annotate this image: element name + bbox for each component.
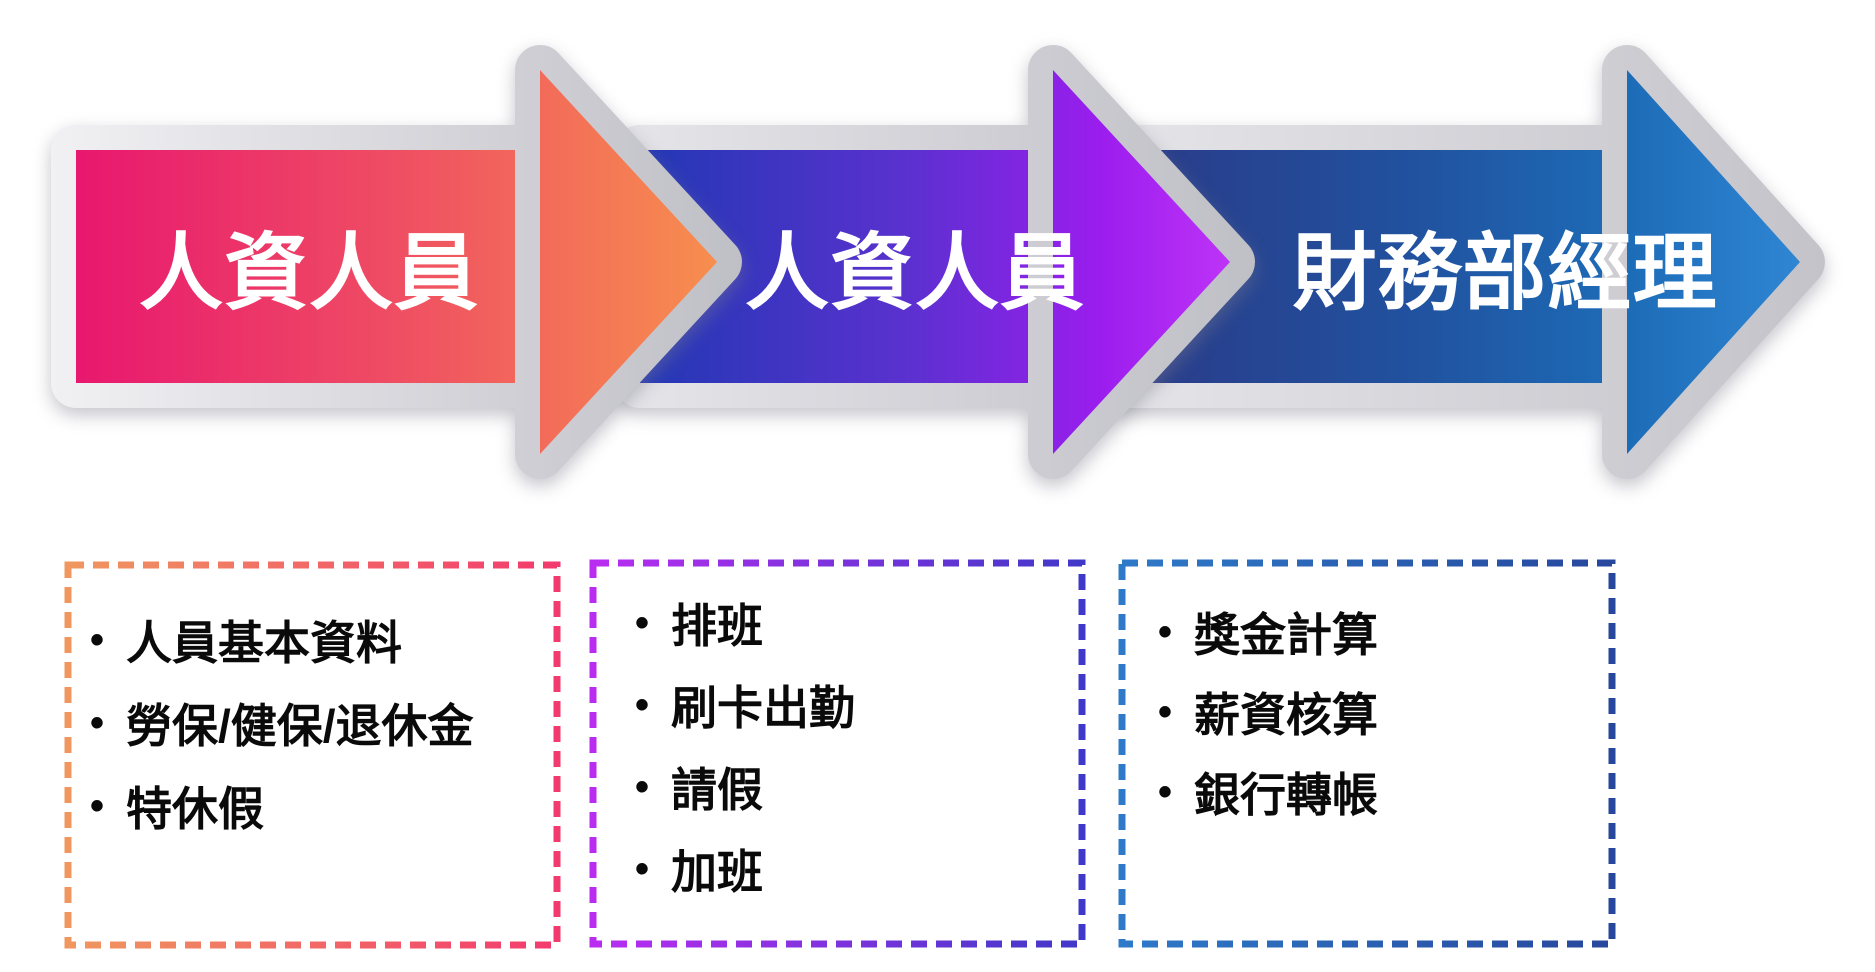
list-item-text: 薪資核算 (1194, 689, 1378, 741)
list-item-text: 加班 (671, 846, 763, 898)
list-item-text: 人員基本資料 (126, 616, 402, 669)
list-item-text: 刷卡出勤 (671, 682, 855, 734)
bullet-icon: • (90, 700, 105, 745)
callout-box-3-list: • 獎金計算 • 薪資核算 • 銀行轉帳 (1158, 592, 1378, 832)
bullet-icon: • (1158, 770, 1173, 814)
bullet-icon: • (635, 765, 650, 809)
list-item: • 特休假 (90, 764, 474, 847)
list-item-text: 銀行轉帳 (1194, 769, 1378, 821)
arrow-1-head-shape (540, 70, 717, 454)
list-item-text: 特休假 (126, 782, 264, 835)
bullet-icon: • (635, 847, 650, 891)
list-item: • 勞保/健保/退休金 (90, 681, 474, 764)
bullet-icon: • (635, 683, 650, 727)
list-item-text: 排班 (671, 600, 763, 652)
bullet-icon: • (1158, 610, 1173, 654)
bullet-icon: • (90, 617, 105, 662)
list-item: • 排班 (635, 582, 855, 664)
arrow-1-body-shape (76, 150, 555, 383)
arrow-3-body-shape (1120, 150, 1640, 383)
list-item: • 人員基本資料 (90, 598, 474, 681)
list-item: • 銀行轉帳 (1158, 752, 1378, 832)
list-item-text: 獎金計算 (1194, 609, 1378, 661)
bullet-icon: • (635, 601, 650, 645)
arrow-3-finance-manager (1095, 45, 1825, 479)
arrow-2-body-shape (640, 150, 1066, 383)
arrow-1-hr-staff (51, 45, 742, 479)
bullet-icon: • (1158, 690, 1173, 734)
list-item: • 刷卡出勤 (635, 664, 855, 746)
callout-box-3-border (1118, 559, 1616, 948)
list-item: • 加班 (635, 828, 855, 910)
list-item: • 獎金計算 (1158, 592, 1378, 672)
bullet-icon: • (90, 783, 105, 828)
arrow-2-head-shape (1053, 70, 1230, 454)
callout-box-1-border (64, 561, 561, 949)
callout-box-2-border (589, 559, 1086, 948)
arrow-3-head-shape (1627, 70, 1800, 454)
list-item: • 薪資核算 (1158, 672, 1378, 752)
list-item: • 請假 (635, 746, 855, 828)
list-item-text: 請假 (671, 764, 763, 816)
callout-box-2-list: • 排班 • 刷卡出勤 • 請假 • 加班 (635, 582, 855, 910)
callout-box-1-list: • 人員基本資料 • 勞保/健保/退休金 • 特休假 (90, 598, 474, 847)
list-item-text: 勞保/健保/退休金 (126, 699, 474, 752)
